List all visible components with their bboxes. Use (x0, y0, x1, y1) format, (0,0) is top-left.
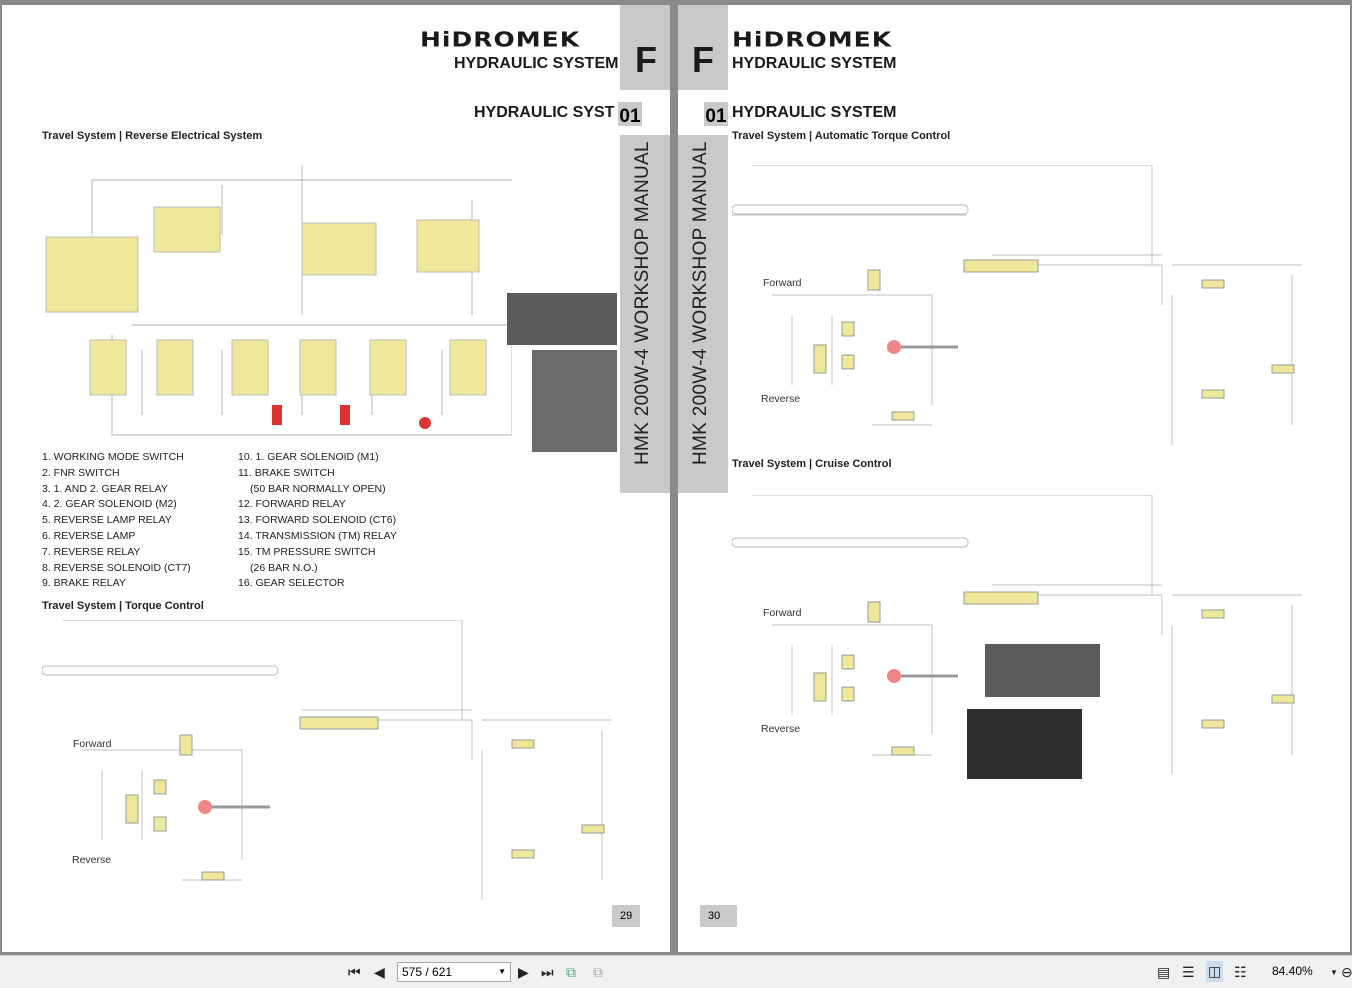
section-tab (620, 135, 670, 493)
legend-item: 1. WORKING MODE SWITCH (42, 451, 184, 463)
legend-item: 15. TM PRESSURE SWITCH (238, 545, 376, 558)
legend-item: 4. 2. GEAR SOLENOID (M2) (42, 498, 177, 511)
figure-title: Travel System | Cruise Control (732, 458, 892, 470)
legend-item: 5. REVERSE LAMP RELAY (42, 514, 172, 527)
legend-item: 6. REVERSE LAMP (42, 529, 136, 542)
figure-title: Travel System | Reverse Electrical Syste… (42, 130, 263, 142)
legend-col-2: 10. 1. GEAR SOLENOID (M1) 11. BRAKE SWITC… (238, 450, 397, 592)
page-number-field[interactable]: 575 / 621 ▼ (397, 962, 511, 982)
torque-control-diagram (42, 620, 612, 900)
first-page-button[interactable]: ⏮ (348, 964, 361, 980)
go-forward-view-icon[interactable]: ⧉ (593, 964, 603, 980)
forward-label: Forward (73, 738, 112, 750)
legend-item: 9. BRAKE RELAY (42, 577, 126, 590)
cruise-control-diagram (732, 495, 1302, 775)
last-page-button[interactable]: ⏭ (541, 964, 554, 980)
legend-item: 10. 1. GEAR SOLENOID (M1) (238, 451, 379, 463)
legend-item: 16. GEAR SELECTOR (238, 577, 345, 590)
section-letter: F (635, 39, 657, 80)
zoom-dropdown-icon[interactable]: ▼ (1330, 968, 1338, 977)
legend-item: 14. TRANSMISSION (TM) RELAY (238, 529, 397, 542)
chapter-title: HYDRAULIC SYSTEM (474, 104, 639, 121)
logo: HiDROMEK (732, 27, 893, 52)
section-tab (678, 5, 728, 90)
section-title: HYDRAULIC SYSTEM (732, 55, 897, 72)
prev-page-button[interactable]: ◀ (374, 964, 385, 980)
chevron-down-icon[interactable]: ▼ (498, 967, 506, 976)
legend-item: (26 BAR N.O.) (250, 561, 318, 574)
section-tab (620, 5, 670, 90)
reverse-label: Reverse (72, 854, 112, 866)
chapter-number: 01 (615, 99, 645, 129)
switch-photo (507, 293, 617, 345)
zoom-level[interactable]: 84.40% (1272, 964, 1313, 978)
chapter-number: 01 (701, 99, 731, 129)
two-page-view-icon[interactable]: ◫ (1206, 961, 1224, 982)
legend-item: 11. BRAKE SWITCH (238, 466, 335, 479)
manual-title-vertical: HMK 200W-4 WORKSHOP MANUAL (690, 141, 711, 465)
page-number: 29 (612, 905, 641, 927)
forward-label: Forward (763, 277, 802, 289)
section-title: HYDRAULIC SYSTEM (454, 55, 619, 72)
zoom-out-icon[interactable]: ⊖ (1341, 964, 1352, 980)
left-page: HiDROMEK HYDRAULIC SYSTEM F HYDRAULIC SY… (2, 5, 670, 952)
figure-title: Travel System | Automatic Torque Control (732, 130, 951, 142)
switch-photo (985, 644, 1100, 697)
reverse-label: Reverse (761, 393, 801, 405)
manual-title-vertical: HMK 200W-4 WORKSHOP MANUAL (632, 141, 653, 465)
figure-title: Travel System | Torque Control (42, 600, 204, 612)
legend-item: 2. FNR SWITCH (42, 466, 120, 479)
single-page-view-icon[interactable]: ▤ (1157, 964, 1171, 980)
page-number: 30 (700, 905, 737, 927)
viewer-toolbar: ⏮ ◀ 575 / 621▼ ▶ ⏭ ⧉ ⧉ ▤ ☰ ◫ ☷ 84.40% ▼ … (0, 955, 1352, 988)
logo: HiDROMEK (420, 27, 581, 52)
legend-item: 13. FORWARD SOLENOID (CT6) (238, 514, 397, 527)
automatic-torque-control-diagram (732, 165, 1302, 445)
legend-item: 7. REVERSE RELAY (42, 545, 141, 558)
go-back-view-icon[interactable]: ⧉ (566, 964, 576, 980)
legend-item: (50 BAR NORMALLY OPEN) (250, 482, 386, 495)
right-page: HiDROMEK HYDRAULIC SYSTEM F 01 HYDRAULIC… (678, 5, 1350, 952)
electrical-diagram (45, 165, 512, 436)
next-page-button[interactable]: ▶ (518, 964, 529, 980)
gear-selector-photo (532, 350, 617, 452)
legend-item: 8. REVERSE SOLENOID (CT7) (42, 561, 191, 574)
joystick-photo (967, 709, 1082, 779)
page-number-value: 575 / 621 (402, 965, 453, 979)
continuous-view-icon[interactable]: ☰ (1182, 964, 1195, 980)
legend-item: 3. 1. AND 2. GEAR RELAY (42, 482, 168, 495)
forward-label: Forward (763, 607, 802, 619)
section-tab (678, 135, 728, 493)
reverse-label: Reverse (761, 723, 801, 735)
legend-item: 12. FORWARD RELAY (238, 498, 346, 511)
two-page-continuous-view-icon[interactable]: ☷ (1234, 964, 1247, 980)
legend-col-1: 1. WORKING MODE SWITCH 2. FNR SWITCH 3. 1.… (42, 450, 191, 592)
section-letter: F (692, 39, 714, 80)
chapter-title: HYDRAULIC SYSTEM (732, 104, 897, 121)
